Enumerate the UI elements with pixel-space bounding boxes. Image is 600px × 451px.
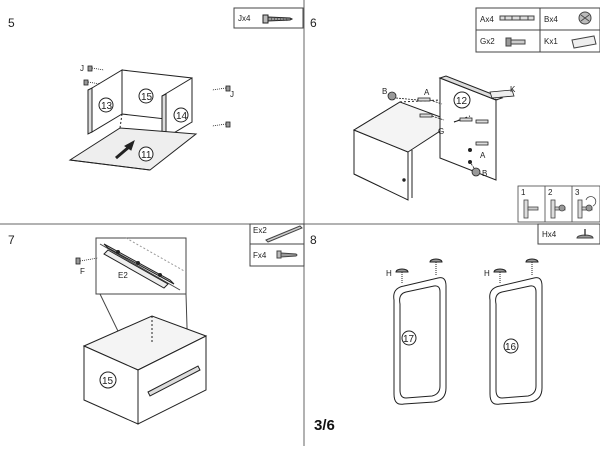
step-6-hardware <box>387 89 515 177</box>
step-5: 5 Jx4 1 <box>8 7 304 171</box>
sequence-step-2: 2 <box>548 188 553 197</box>
part-label-11: 11 <box>141 150 152 161</box>
glide-icon <box>395 268 409 273</box>
hardware-label-a-top: A <box>424 88 430 97</box>
step-6-number: 6 <box>310 16 317 30</box>
rail-label-e2: E2 <box>118 271 128 280</box>
rail-detail-inset: E2 <box>95 237 187 295</box>
glide-label-h-right: H <box>484 269 490 278</box>
legend-code-jx4: Jx4 <box>238 14 251 23</box>
sequence-step-3: 3 <box>575 188 580 197</box>
legend-code-kx1: Kx1 <box>544 37 558 46</box>
sequence-step-1: 1 <box>521 188 526 197</box>
glide-icon <box>493 268 507 273</box>
step-7: 7 Ex2 Fx4 E2 <box>8 223 305 425</box>
drawer-box-rails-drawing: 15 <box>82 315 208 425</box>
drawer-rail-icon <box>265 225 303 243</box>
glide-icon <box>576 229 594 239</box>
hardware-label-b-bottom: B <box>482 169 487 178</box>
dowel-icon <box>499 15 535 21</box>
frame-16-drawing: 16 H <box>484 258 543 405</box>
part-label-15-step7: 15 <box>102 376 114 387</box>
part-label-13: 13 <box>101 101 113 112</box>
glide-label-h-left: H <box>386 269 392 278</box>
screw-label-j-right: J <box>230 90 234 99</box>
step-8-number: 8 <box>310 233 317 247</box>
box-assembly-drawing: 13 15 14 11 <box>68 69 198 171</box>
step-7-number: 7 <box>8 233 15 247</box>
part-label-16: 16 <box>505 342 517 353</box>
screw-label-f: F <box>80 267 85 276</box>
step-6: 6 Ax4 Bx4 Gx2 Kx1 <box>310 7 600 223</box>
screw-icon <box>276 250 298 259</box>
cam-bolt-icon <box>505 37 526 47</box>
screw-label-j-left: J <box>80 64 84 73</box>
part-label-17: 17 <box>403 334 415 345</box>
legend-code-fx4: Fx4 <box>253 251 267 260</box>
legend-code-bx4: Bx4 <box>544 15 558 24</box>
legend-code-ax4: Ax4 <box>480 15 494 24</box>
step-8-legend: Hx4 <box>537 223 600 245</box>
legend-code-gx2: Gx2 <box>480 37 495 46</box>
glide-icon <box>525 258 539 263</box>
panel-strip-icon <box>571 35 597 49</box>
part-label-14: 14 <box>176 111 188 122</box>
cam-lock-icon <box>578 11 592 25</box>
part-label-15: 15 <box>141 92 153 103</box>
part-label-12: 12 <box>456 96 468 107</box>
legend-code-ex2: Ex2 <box>253 226 267 235</box>
page-number: 3/6 <box>314 417 335 434</box>
hardware-label-g: G <box>438 127 444 136</box>
step-6-legend: Ax4 Bx4 Gx2 Kx1 <box>475 7 600 53</box>
hardware-label-b-top: B <box>382 87 387 96</box>
hardware-label-a-bottom: A <box>480 151 486 160</box>
cam-lock-sequence: 1 2 3 <box>517 185 600 223</box>
step-7-legend: Ex2 Fx4 <box>249 223 305 267</box>
frame-17-drawing: 17 H <box>386 258 447 405</box>
step-8: 8 Hx4 17 H 16 <box>310 223 600 405</box>
hardware-label-k: K <box>510 85 516 94</box>
legend-code-hx4: Hx4 <box>542 230 557 239</box>
screw-icon <box>262 14 294 24</box>
step-5-number: 5 <box>8 16 15 30</box>
screw-f <box>75 257 99 265</box>
glide-icon <box>429 258 443 263</box>
step-5-legend: Jx4 <box>233 7 304 29</box>
screws-j <box>83 65 231 128</box>
